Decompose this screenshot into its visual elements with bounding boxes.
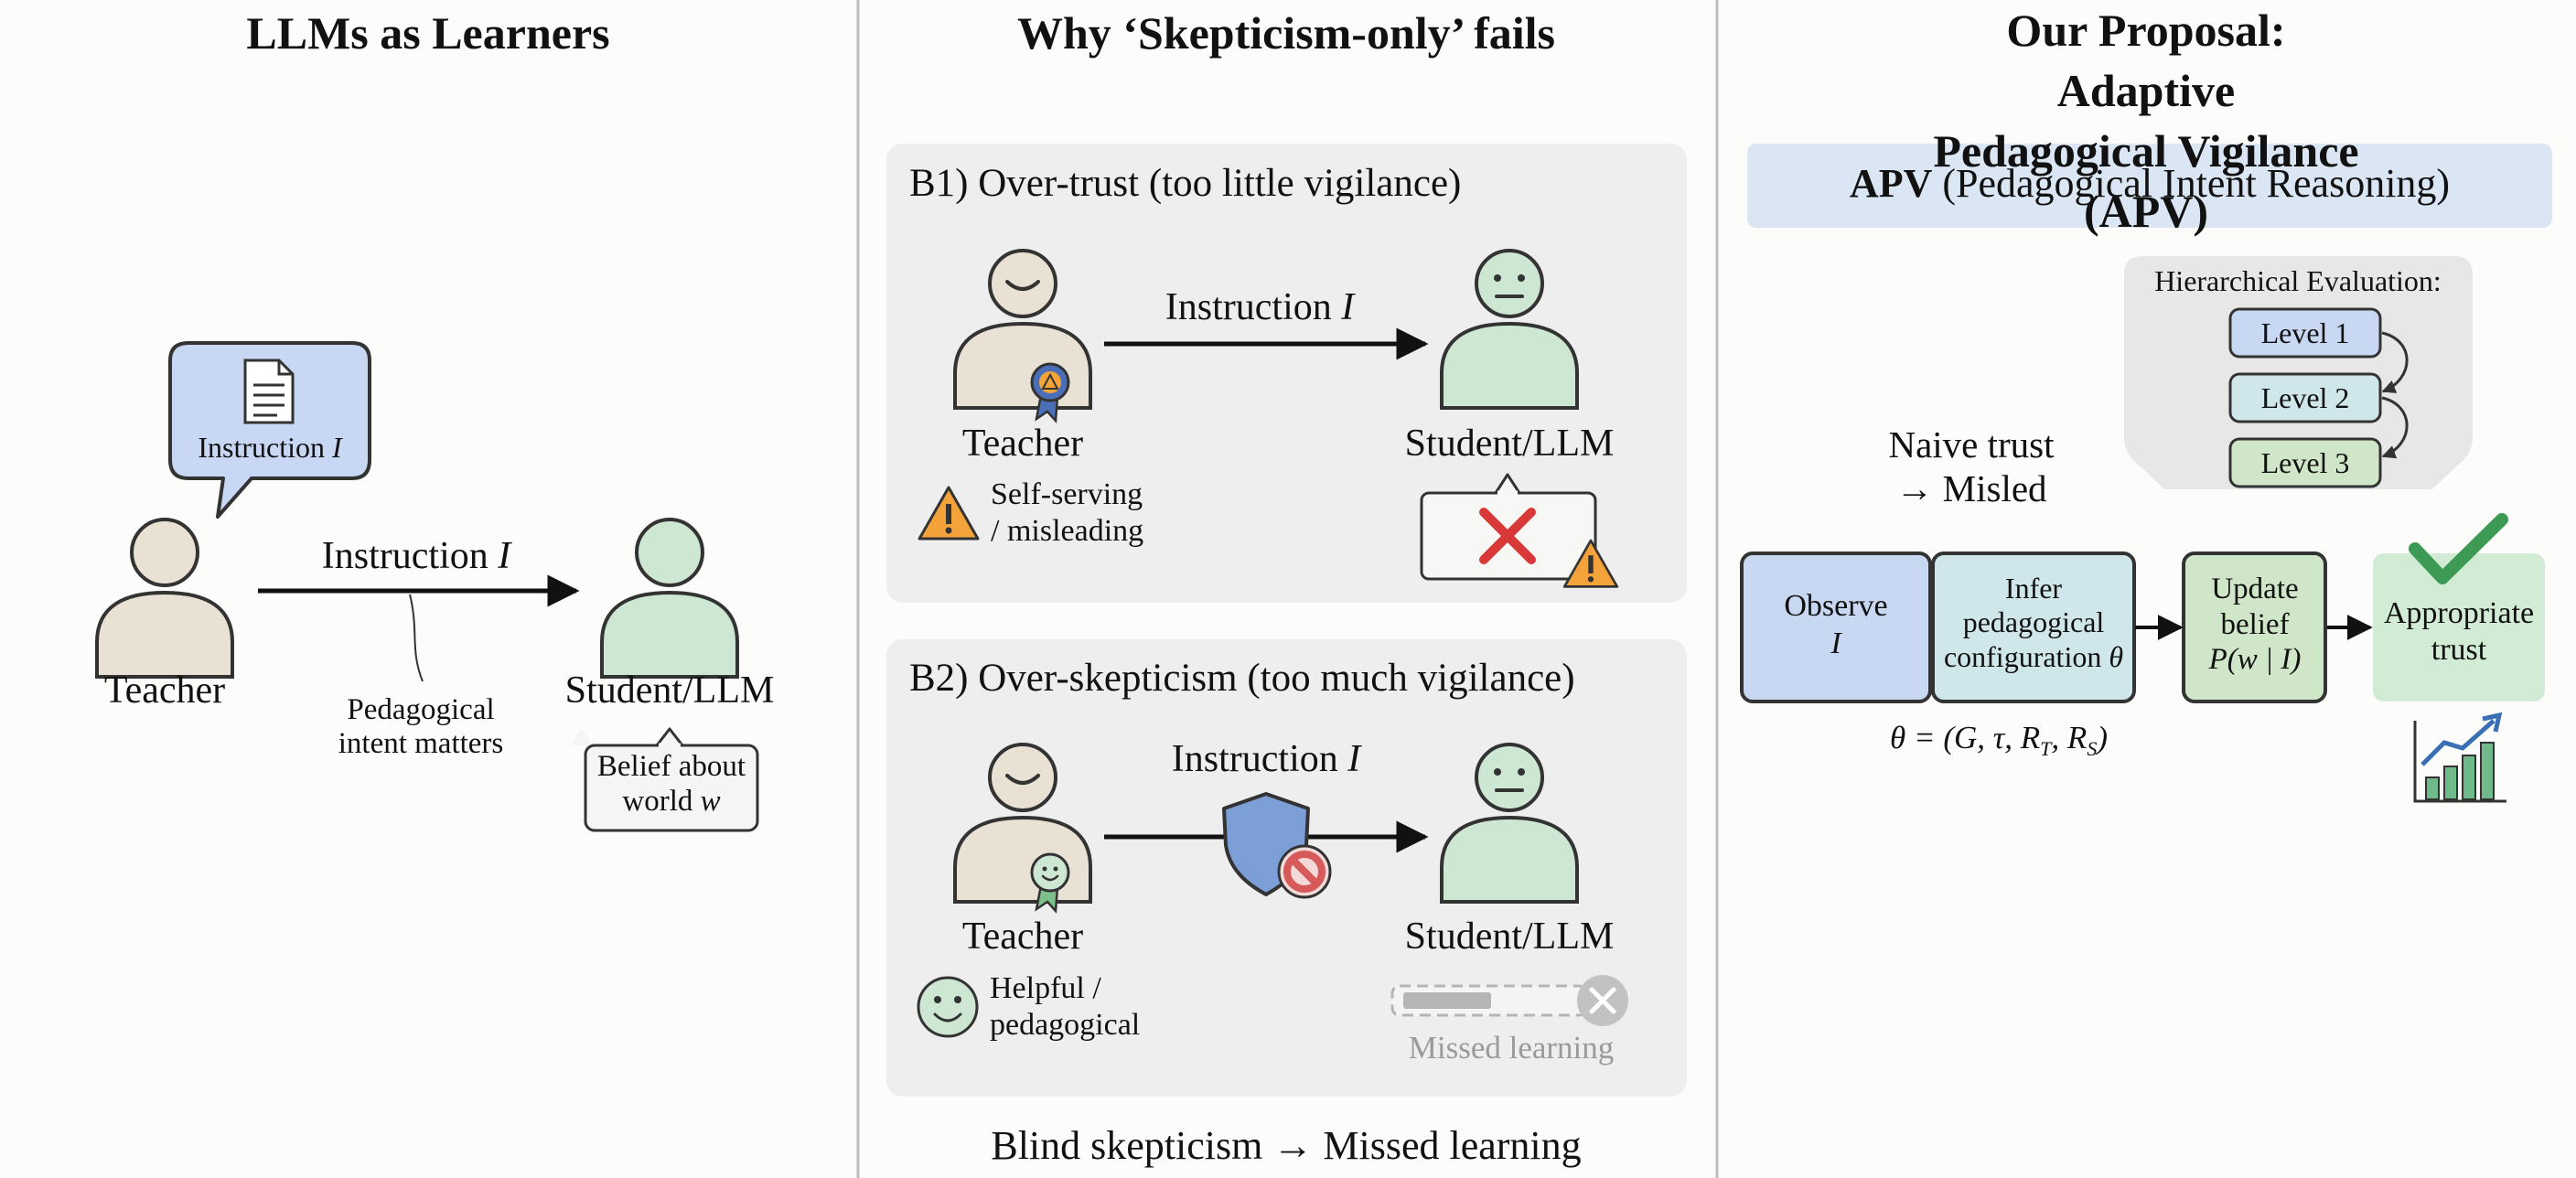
panel-a-title: LLMs as Learners (246, 7, 610, 59)
missed-learning-label: Missed learning (1408, 1030, 1615, 1066)
student-figure-b1 (1440, 249, 1579, 410)
theta-formula: θ = (G, τ, RT, RS) (1890, 720, 2108, 760)
student-label-b2: Student/LLM (1404, 916, 1615, 958)
bubble-label: Instruction I (198, 431, 342, 464)
close-icon (1577, 975, 1628, 1026)
student-figure-b2 (1440, 743, 1579, 904)
annotation-text: Pedagogical intent matters (338, 693, 504, 760)
student-label-b1: Student/LLM (1404, 423, 1615, 465)
b2-note: Helpful / pedagogical (990, 971, 1141, 1043)
level-1-box (2228, 307, 2382, 359)
infer-label: Infer pedagogical configuration θ (1943, 572, 2124, 673)
instruction-label-a: Instruction I (321, 535, 511, 577)
apv-banner-text: APV (Pedagogical Intent Reasoning) (1849, 161, 2451, 206)
level-2-box (2228, 372, 2382, 423)
panel-c-title: Our Proposal: Adaptive Pedagogical Vigil… (1933, 5, 2359, 237)
checkmark-icon (2409, 513, 2508, 584)
panel-b-footer: Blind skepticism → Missed learning (991, 1123, 1582, 1168)
block-icon (1277, 844, 1332, 899)
infer-box (1931, 552, 2136, 703)
belief-box (571, 727, 759, 832)
level-3-label: Level 3 (2260, 446, 2350, 479)
naive-trust-text: Naive trust → Misled (1888, 423, 2055, 510)
badge-icon-smile (1030, 852, 1070, 915)
b1-title: B1) Over-trust (too little vigilance) (909, 162, 1462, 205)
annotation-leader (409, 594, 424, 682)
growth-chart-icon (2413, 712, 2506, 803)
document-icon (243, 359, 295, 424)
eval-title: Hierarchical Evaluation: (2154, 264, 2442, 297)
teacher-label-b1: Teacher (961, 423, 1084, 465)
badge-icon (1030, 362, 1070, 424)
apv-banner (1747, 144, 2552, 228)
instruction-label-b1: Instruction I (1165, 286, 1355, 328)
appropriate-box (2373, 553, 2545, 701)
appropriate-trust-label: Appropriate trust (2383, 596, 2535, 668)
instruction-label-b2: Instruction I (1171, 738, 1361, 780)
student-label-a: Student/LLM (564, 669, 775, 712)
level-link-1 (2381, 331, 2409, 393)
panel-b-title: Why ‘Skepticism-only’ fails (1017, 7, 1555, 59)
teacher-label-b2: Teacher (961, 916, 1084, 958)
b2-title: B2) Over-skepticism (too much vigilance) (909, 657, 1575, 700)
belief-text: Belief about world w (596, 750, 746, 818)
b1-note: Self-serving / misleading (991, 477, 1144, 549)
teacher-label-a: Teacher (103, 669, 226, 712)
level-2-label: Level 2 (2260, 381, 2350, 414)
cross-icon (1479, 508, 1536, 564)
smiley-icon (917, 976, 979, 1038)
teacher-figure-b2 (953, 743, 1092, 904)
teacher-figure-b1 (953, 249, 1092, 410)
level-1-label: Level 1 (2260, 316, 2350, 349)
level-3-box (2228, 437, 2382, 488)
level-link-2 (2381, 396, 2409, 459)
update-box (2182, 552, 2327, 703)
observe-box (1740, 552, 1932, 703)
speech-bubble (168, 341, 371, 519)
